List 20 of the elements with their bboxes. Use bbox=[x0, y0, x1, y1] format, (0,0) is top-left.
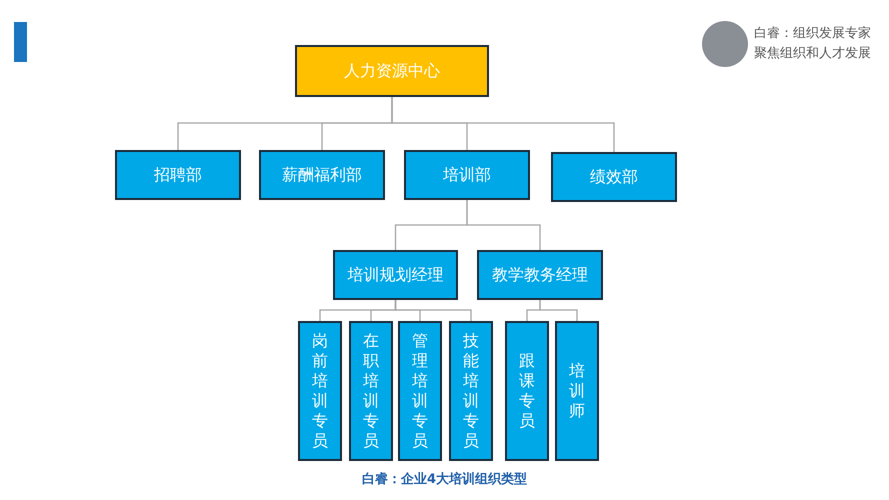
connector-line bbox=[391, 97, 615, 152]
profile-text: 聚焦组织和人才发展 bbox=[754, 45, 871, 62]
org-box: 管理培训专员 bbox=[398, 321, 442, 461]
org-box: 培训规划经理 bbox=[333, 250, 458, 300]
org-box: 教学教务经理 bbox=[477, 250, 603, 300]
org-box: 技能培训专员 bbox=[449, 321, 493, 461]
caption: 白睿：企业4大培训组织类型 bbox=[362, 472, 528, 487]
org-box: 招聘部 bbox=[115, 150, 241, 200]
connector-line bbox=[539, 300, 578, 321]
org-box: 绩效部 bbox=[551, 152, 677, 202]
org-box: 岗前培训专员 bbox=[298, 321, 342, 461]
org-box: 薪酬福利部 bbox=[259, 150, 385, 200]
connector-line bbox=[466, 200, 541, 250]
org-box: 培训部 bbox=[404, 150, 530, 200]
org-box: 在职培训专员 bbox=[349, 321, 393, 461]
top-box: 人力资源中心 bbox=[295, 45, 489, 97]
profile-text: 白睿：组织发展专家 bbox=[754, 25, 871, 42]
org-box: 培训师 bbox=[555, 321, 599, 461]
org-box: 跟课专员 bbox=[505, 321, 549, 461]
connector-line bbox=[394, 300, 472, 321]
